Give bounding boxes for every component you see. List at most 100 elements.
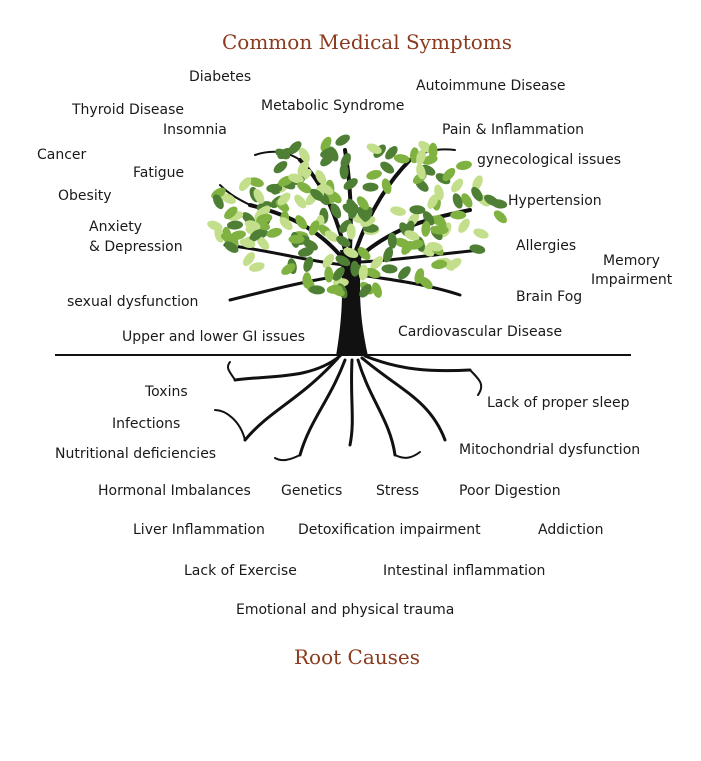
leaf xyxy=(393,154,410,164)
leaf xyxy=(456,160,472,171)
leaf xyxy=(398,266,411,280)
leaf xyxy=(214,227,225,243)
tree-root xyxy=(274,454,301,462)
leaf xyxy=(335,255,351,267)
leaf xyxy=(471,186,483,202)
tree-branch xyxy=(354,158,412,252)
leaf xyxy=(473,228,489,239)
tree-branch xyxy=(219,184,251,206)
leaf xyxy=(431,259,448,270)
leaf xyxy=(315,169,327,185)
leaf xyxy=(450,210,467,220)
leaf xyxy=(491,199,508,209)
leaf xyxy=(324,230,340,242)
leaf xyxy=(359,284,372,298)
leaf xyxy=(330,285,345,297)
leaf xyxy=(493,210,507,224)
leaf xyxy=(335,134,350,146)
symptom-label: Metabolic Syndrome xyxy=(261,98,405,114)
tree-leaves xyxy=(207,134,508,299)
leaf xyxy=(381,178,392,195)
leaf xyxy=(416,149,426,165)
leaf xyxy=(461,193,473,208)
leaf xyxy=(256,213,273,224)
leaf xyxy=(275,148,291,160)
leaf xyxy=(239,238,256,249)
leaf xyxy=(330,203,342,219)
leaf xyxy=(338,219,352,233)
cause-label: Poor Digestion xyxy=(459,483,561,499)
leaf xyxy=(288,141,302,155)
leaf xyxy=(365,267,381,279)
symptom-label: gynecological issues xyxy=(477,152,622,168)
symptom-label: Autoimmune Disease xyxy=(416,78,566,94)
leaf xyxy=(343,178,358,190)
symptom-label: Fatigue xyxy=(133,165,185,181)
leaf xyxy=(324,266,334,283)
symptom-label: Cardiovascular xyxy=(398,324,503,340)
symptom-label: Hypertension xyxy=(508,193,602,209)
leaf xyxy=(372,282,382,298)
tree-root xyxy=(348,358,354,447)
leaf xyxy=(380,161,395,174)
leaf xyxy=(302,272,312,289)
leaf xyxy=(362,182,379,192)
leaf xyxy=(297,247,314,257)
symptom-label: & Depression xyxy=(89,239,183,255)
leaf xyxy=(339,163,349,180)
leaf xyxy=(358,264,368,281)
leaf xyxy=(336,235,351,248)
cause-label: Detoxification impairment xyxy=(298,522,481,538)
cause-label: Infections xyxy=(112,416,181,432)
leaf xyxy=(343,247,359,258)
leaf xyxy=(320,136,332,152)
cause-label: Addiction xyxy=(538,522,604,538)
title-root-causes: Root Causes xyxy=(294,645,421,669)
leaf xyxy=(442,167,456,182)
leaf xyxy=(310,188,324,201)
cause-label: Nutritional deficiencies xyxy=(55,446,217,462)
leaf xyxy=(277,192,291,206)
leaf xyxy=(266,227,283,238)
symptom-label: Brain Fog xyxy=(516,289,583,305)
leaf xyxy=(224,206,238,220)
leaf xyxy=(322,253,335,269)
leaf xyxy=(421,220,431,237)
tree-root xyxy=(226,361,236,381)
leaf xyxy=(249,229,264,242)
cause-label: Liver Inflammation xyxy=(133,522,265,538)
leaf xyxy=(244,220,261,231)
tree-root xyxy=(298,358,347,457)
leaf xyxy=(409,205,426,215)
symptom-label: Obesity xyxy=(58,188,112,204)
leaf xyxy=(434,184,444,201)
leaf xyxy=(346,223,356,240)
tree-root xyxy=(243,356,340,442)
leaf xyxy=(469,244,486,254)
leaf xyxy=(320,147,336,158)
tree-root xyxy=(394,451,421,459)
leaf xyxy=(348,203,359,219)
leaf xyxy=(332,266,345,281)
leaf xyxy=(428,142,438,159)
leaf xyxy=(227,220,243,230)
leaf xyxy=(220,193,236,204)
leaf xyxy=(427,194,439,209)
cause-label: Genetics xyxy=(281,483,343,499)
cause-label: Hormonal Imbalances xyxy=(98,483,251,499)
tree-root xyxy=(469,369,483,396)
leaf xyxy=(419,276,433,290)
tree-root xyxy=(233,354,342,382)
tree-roots xyxy=(214,354,483,462)
cause-label: Lack of proper sleep xyxy=(487,395,630,411)
symptom-label: Diabetes xyxy=(189,69,252,85)
leaf xyxy=(256,236,270,250)
cause-label: Lack of Exercise xyxy=(184,563,297,579)
leaf xyxy=(387,232,397,249)
leaf xyxy=(281,263,296,275)
leaf xyxy=(238,177,252,191)
symptom-label: Upper and lower GI issues xyxy=(122,329,306,345)
leaf xyxy=(385,146,398,160)
title-symptoms: Common Medical Symptoms xyxy=(222,30,513,54)
leaf xyxy=(401,240,414,255)
